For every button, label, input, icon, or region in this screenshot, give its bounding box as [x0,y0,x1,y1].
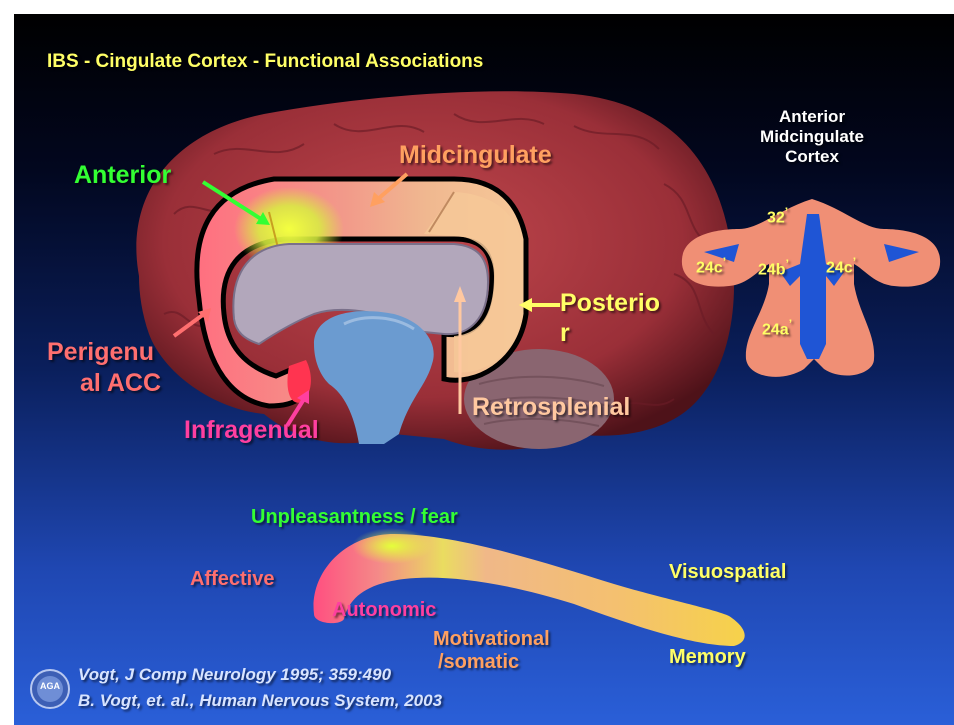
label-visuospatial: Visuospatial [669,562,786,583]
area-24a: 24a’ [762,318,792,339]
area-24c-right: 24c’ [826,256,856,277]
slide-title: IBS - Cingulate Cortex - Functional Asso… [47,52,483,72]
citation-line1: Vogt, J Comp Neurology 1995; 359:490 [78,666,391,684]
label-unpleasantness: Unpleasantness / fear [251,507,458,528]
label-perigenual-line1: Perigenu [47,339,154,365]
label-motivational-line2: /somatic [438,652,519,673]
inset-title-line1: Anterior [770,108,854,126]
inset-title-line2: Midcingulate [752,128,872,146]
label-midcingulate: Midcingulate [399,142,552,168]
label-autonomic: Autonomic [332,600,436,621]
area-32: 32’ [767,206,788,227]
area-24c-left: 24c’ [696,256,726,277]
area-24b: 24b’ [758,258,789,279]
label-memory: Memory [669,647,746,668]
label-infragenual: Infragenual [184,417,319,443]
citation-line2: B. Vogt, et. al., Human Nervous System, … [78,692,442,710]
label-posterior-line1: Posterio [560,290,660,316]
label-retrosplenial: Retrosplenial [472,394,630,420]
slide: IBS - Cingulate Cortex - Functional Asso… [14,14,954,725]
aga-logo-text: AGA [38,682,62,691]
label-anterior: Anterior [74,162,171,188]
label-perigenual-line2: al ACC [80,370,161,396]
inset-title-line3: Cortex [782,148,842,166]
label-posterior-line2: r [560,320,570,346]
label-motivational-line1: Motivational [433,629,550,650]
label-affective: Affective [190,569,274,590]
